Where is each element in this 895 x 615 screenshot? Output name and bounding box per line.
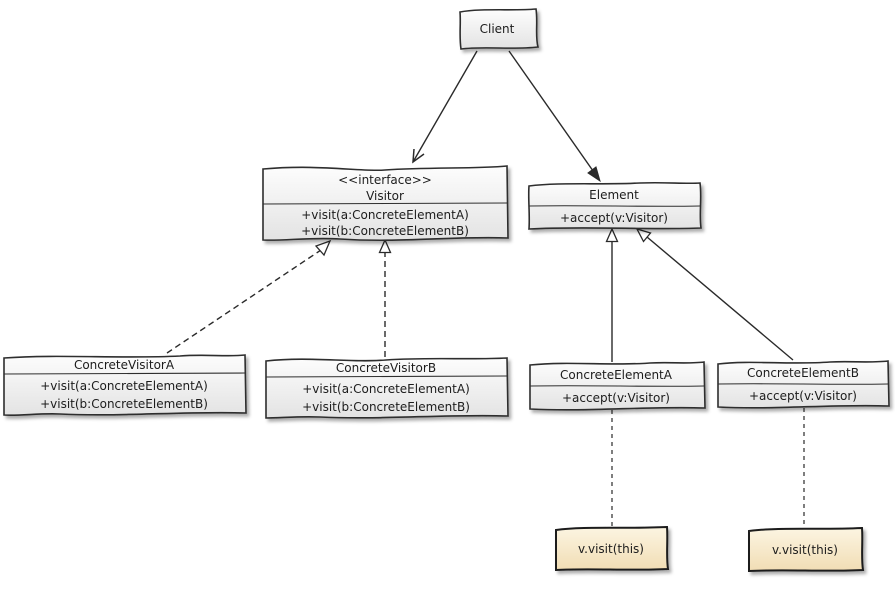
class-method: +visit(b:ConcreteElementB) (302, 400, 470, 414)
edge-concretevisitora-visitor (166, 239, 332, 354)
class-name: ConcreteElementA (560, 368, 673, 382)
class-method: +accept(v:Visitor) (749, 389, 857, 403)
edge-concretevisitorb-visitor (378, 238, 392, 357)
edge-concreteelementb-element (635, 227, 794, 361)
class-visitor: <<interface>> Visitor +visit(a:ConcreteE… (262, 165, 509, 242)
class-method: +visit(b:ConcreteElementB) (40, 397, 208, 411)
class-name: ConcreteVisitorB (336, 361, 436, 375)
class-method: +accept(v:Visitor) (562, 391, 670, 405)
note-text: v.visit(this) (578, 542, 644, 556)
class-method: +visit(b:ConcreteElementB) (301, 224, 469, 238)
class-method: +accept(v:Visitor) (560, 211, 668, 225)
edge-client-visitor (412, 50, 478, 164)
class-client: Client (459, 8, 540, 50)
class-stereotype: <<interface>> (338, 173, 432, 187)
class-concretevisitora: ConcreteVisitorA +visit(a:ConcreteElemen… (3, 354, 247, 417)
class-method: +visit(a:ConcreteElementA) (302, 382, 470, 396)
class-concreteelementb: ConcreteElementB +accept(v:Visitor) (717, 360, 890, 409)
note-concreteelementb: v.visit(this) (748, 526, 865, 573)
class-concretevisitorb: ConcreteVisitorB +visit(a:ConcreteElemen… (265, 357, 509, 419)
edge-client-element (508, 50, 601, 183)
note-text: v.visit(this) (772, 543, 838, 557)
hollow-triangle-icon (605, 227, 619, 243)
hollow-triangle-icon (378, 238, 392, 254)
class-name: Visitor (366, 189, 404, 203)
open-arrowhead-icon (412, 148, 425, 164)
class-name: ConcreteElementB (747, 366, 859, 380)
class-element: Element +accept(v:Visitor) (527, 181, 702, 230)
note-concreteelementa: v.visit(this) (555, 525, 670, 572)
class-method: +visit(a:ConcreteElementA) (40, 379, 208, 393)
hollow-triangle-icon (635, 227, 652, 243)
hollow-triangle-icon (314, 239, 332, 257)
edges (166, 50, 805, 527)
class-name: Client (480, 22, 515, 36)
class-name: ConcreteVisitorA (74, 358, 175, 372)
class-concreteelementa: ConcreteElementA +accept(v:Visitor) (529, 361, 706, 411)
edge-concreteelementa-element (605, 227, 619, 362)
class-name: Element (589, 188, 639, 202)
filled-arrowhead-icon (587, 166, 601, 183)
class-method: +visit(a:ConcreteElementA) (301, 208, 469, 222)
